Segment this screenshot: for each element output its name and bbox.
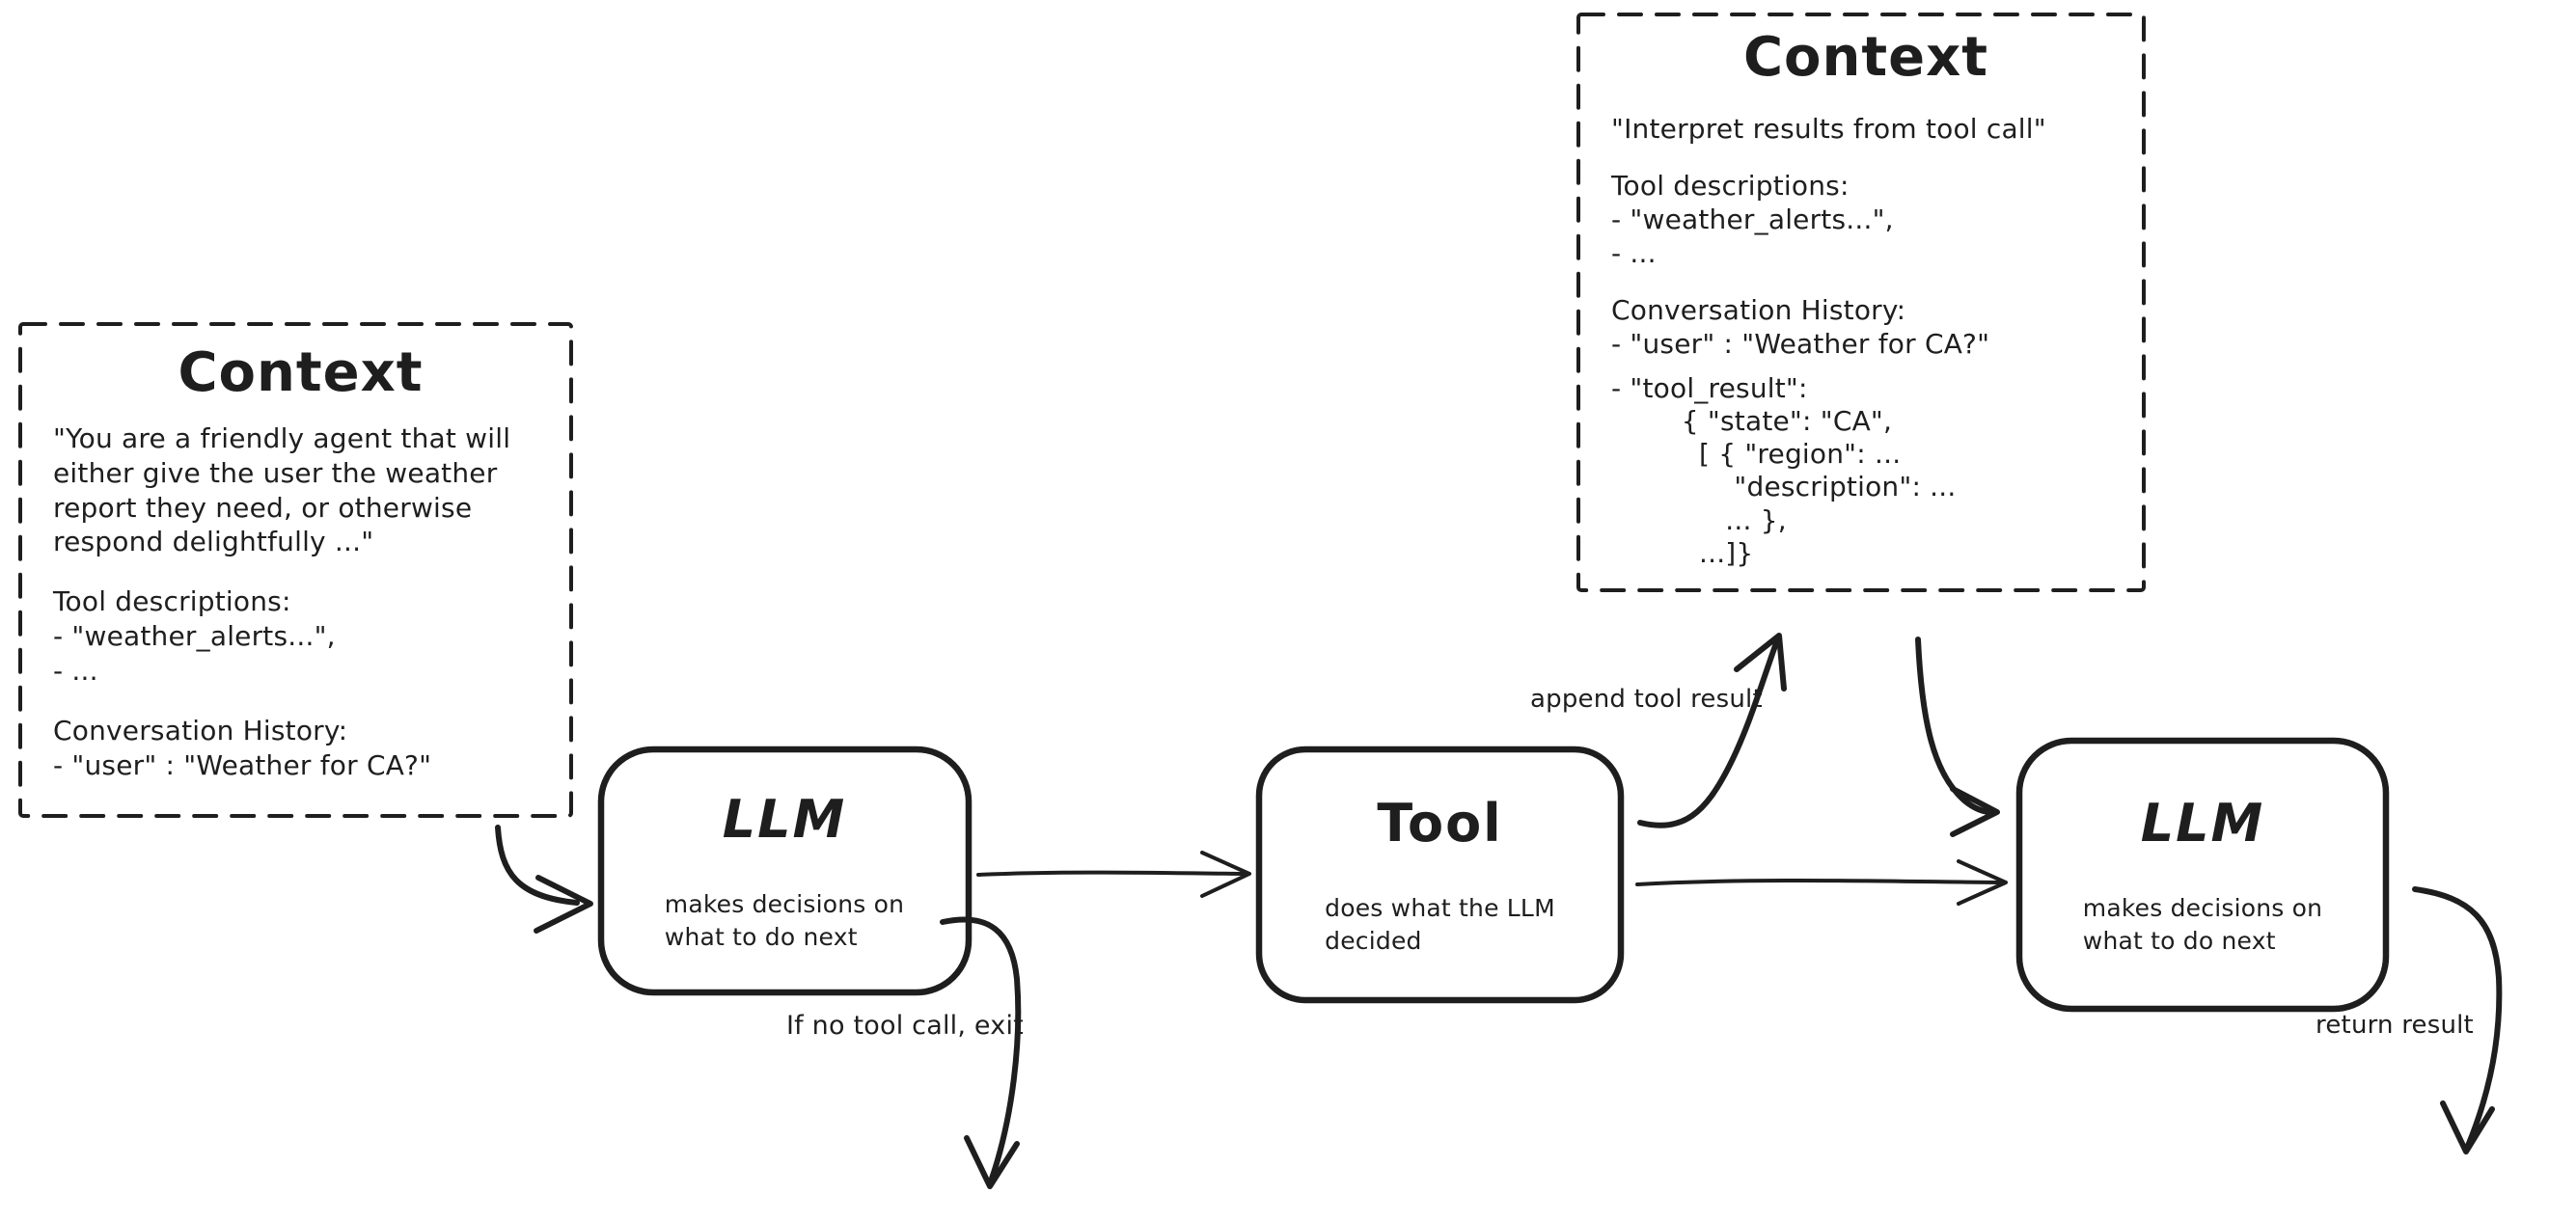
llm2-node-border (2015, 737, 2390, 1013)
arrow-llm1-exit (940, 916, 1022, 1189)
arrow-llm1-to-tool (976, 851, 1251, 898)
context-box-1: Context "You are a friendly agent that w… (20, 324, 571, 816)
llm1-subtitle: makes decisions on what to do next (664, 889, 905, 951)
context2-conversation-history: Conversation History: - "user" : "Weathe… (1611, 294, 1990, 360)
context1-title: Context (178, 341, 424, 404)
arrow-context2-to-llm2 (1915, 637, 2000, 837)
tool-subtitle: does what the LLM decided (1325, 893, 1555, 955)
context2-title: Context (1742, 26, 1989, 89)
context1-tool-descriptions: Tool descriptions: - "weather_alerts..."… (53, 585, 336, 687)
llm2-subtitle: makes decisions on what to do next (2082, 893, 2323, 955)
llm-node-1: LLM makes decisions on what to do next (599, 747, 970, 994)
context2-tool-descriptions: Tool descriptions: - "weather_alerts..."… (1611, 170, 1894, 269)
tool-title: Tool (1377, 792, 1503, 854)
append-tool-result-label: append tool result (1530, 685, 1763, 714)
arrow-tool-to-context2 (1637, 633, 1787, 828)
context-box-2: Context "Interpret results from tool cal… (1578, 14, 2144, 590)
context2-box-border (1576, 13, 2146, 592)
arrow-tool-to-llm2 (1635, 859, 2008, 906)
return-result-label: return result (2316, 1011, 2474, 1040)
arrow-llm2-return (2412, 886, 2503, 1154)
context2-intro: "Interpret results from tool call" (1611, 113, 2046, 145)
context2-tool-result: - "tool_result": { "state": "CA", [ { "r… (1611, 372, 1957, 569)
arrow-context1-to-llm1 (495, 825, 593, 934)
llm1-title: LLM (722, 788, 847, 850)
context1-box-border (18, 322, 573, 818)
llm1-node-border (597, 746, 973, 996)
llm-node-2: LLM makes decisions on what to do next (2017, 739, 2388, 1011)
tool-node-border (1255, 746, 1625, 1004)
context1-conversation-history: Conversation History: - "user" : "Weathe… (53, 714, 432, 781)
if-no-tool-call-label: If no tool call, exit (786, 1011, 1024, 1041)
llm2-title: LLM (2140, 792, 2265, 854)
tool-node: Tool does what the LLM decided (1257, 747, 1623, 1002)
context1-system-prompt: "You are a friendly agent that will eith… (53, 422, 511, 558)
